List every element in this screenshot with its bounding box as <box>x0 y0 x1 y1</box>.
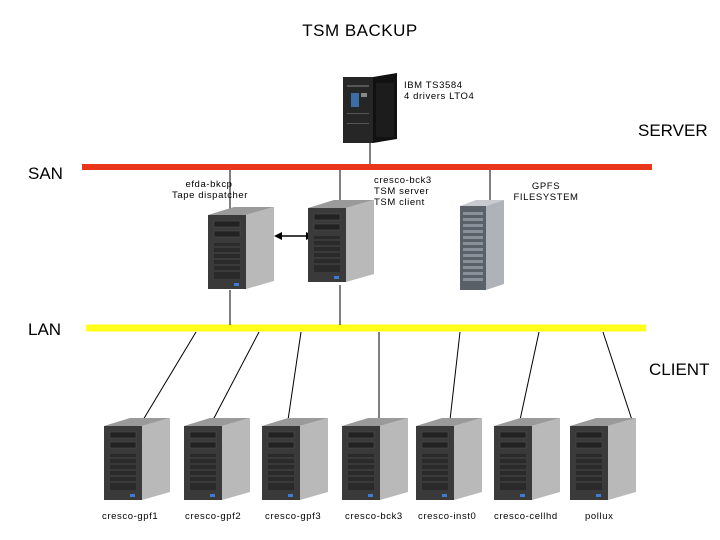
client-label: cresco-gpf2 <box>185 511 242 522</box>
tape-library-label: IBM TS3584 4 drivers LTO4 <box>404 80 474 102</box>
tower-server-icon <box>342 418 408 500</box>
client-label: cresco-inst0 <box>418 511 477 522</box>
dispatcher-label: efda-bkcp Tape dispatcher <box>172 179 249 201</box>
tower-server-icon <box>494 418 560 500</box>
client-link-5 <box>449 331 461 421</box>
tsm-server-role: TSM server <box>374 186 430 197</box>
client-link-3 <box>287 331 302 421</box>
tsm-client-role: TSM client <box>374 197 425 208</box>
dispatcher-hostname: efda-bkcp <box>185 179 233 190</box>
client-label: cresco-cellhd <box>494 511 558 522</box>
client-link-6 <box>519 331 540 421</box>
tower-server-icon <box>416 418 482 500</box>
tower-server-icon <box>308 200 374 282</box>
zone-label-server: SERVER <box>638 121 708 140</box>
client-label: pollux <box>585 511 614 522</box>
tower-server-icon <box>184 418 250 500</box>
tape-library-model: IBM TS3584 <box>404 80 463 91</box>
gpfs-name: GPFS <box>531 181 561 192</box>
tape-library-drives: 4 drivers LTO4 <box>404 91 475 102</box>
tower-server-icon <box>262 418 328 500</box>
arrow-head-left <box>274 232 282 240</box>
tower-server-icon <box>104 418 170 500</box>
storage-rack-icon <box>460 200 504 290</box>
tsm-server-label: cresco-bck3 TSM server TSM client <box>374 175 432 208</box>
zone-label-client: CLIENT <box>649 360 710 379</box>
client-link-2 <box>212 331 260 421</box>
client-label: cresco-gpf1 <box>102 511 159 522</box>
client-label: cresco-bck3 <box>345 511 403 522</box>
gpfs-label: GPFS FILESYSTEM <box>510 181 582 203</box>
tsm-server-hostname: cresco-bck3 <box>374 175 432 186</box>
zone-label-san: SAN <box>28 164 63 183</box>
client-link-1 <box>142 331 197 421</box>
tower-server-icon <box>208 207 274 289</box>
zone-label-lan: LAN <box>28 320 62 339</box>
diagram-title: TSM BACKUP <box>302 21 418 40</box>
dispatcher-role: Tape dispatcher <box>172 190 249 201</box>
tower-server-icon <box>570 418 636 500</box>
client-link-7 <box>602 331 633 421</box>
client-label: cresco-gpf3 <box>265 511 322 522</box>
tape-library-icon <box>343 73 397 143</box>
gpfs-type: FILESYSTEM <box>513 192 579 203</box>
